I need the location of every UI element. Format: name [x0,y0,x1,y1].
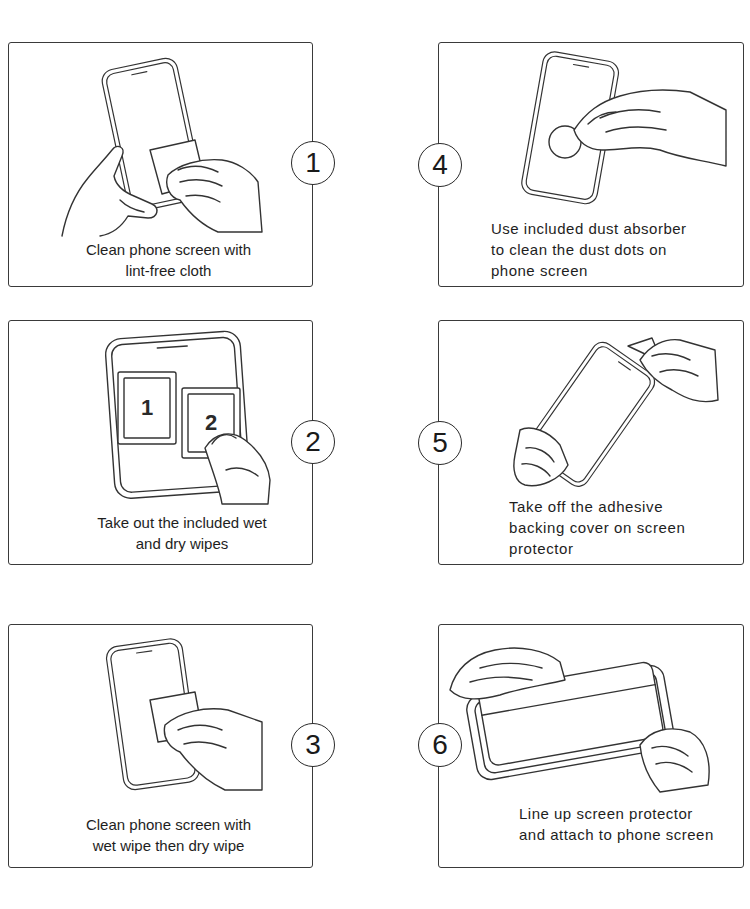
step-number: 1 [305,148,321,178]
step-caption: Line up screen protector and attach to p… [519,803,717,845]
step5-drawing [514,338,718,491]
step-number-circle: 3 [291,723,335,767]
wipe-number: 1 [127,396,167,420]
step1-drawing [62,56,262,236]
step-number-circle: 6 [418,723,462,767]
step-panel: Take off the adhesive backing cover on s… [438,320,744,565]
step-number-circle: 5 [418,421,462,465]
step-number-circle: 4 [418,143,462,187]
wipe-number: 2 [191,411,231,435]
step-panel: Use included dust absorber to clean the … [438,42,744,287]
step-caption: Use included dust absorber to clean the … [491,218,701,281]
step-panel: Line up screen protector and attach to p… [438,624,744,868]
step-caption: Take out the included wet and dry wipes [93,512,271,554]
step-panel: Take out the included wet and dry wipes [8,320,313,565]
step-caption: Take off the adhesive backing cover on s… [509,496,709,559]
step2-drawing [105,330,270,504]
step-number: 3 [305,730,321,760]
step3-drawing [105,637,262,791]
step-panel: Clean phone screen with wet wipe then dr… [8,624,313,868]
step-number: 2 [305,427,321,457]
step4-drawing [520,50,726,206]
step-number-circle: 1 [291,141,335,185]
step-number: 4 [432,150,448,180]
step-caption: Clean phone screen with wet wipe then dr… [76,814,261,856]
step6-drawing [450,648,709,792]
step-number: 6 [432,730,448,760]
step-caption: Clean phone screen with lint-free cloth [76,239,261,281]
step-panel: Clean phone screen with lint-free cloth [8,42,313,287]
step-number-circle: 2 [291,420,335,464]
step-number: 5 [432,428,448,458]
